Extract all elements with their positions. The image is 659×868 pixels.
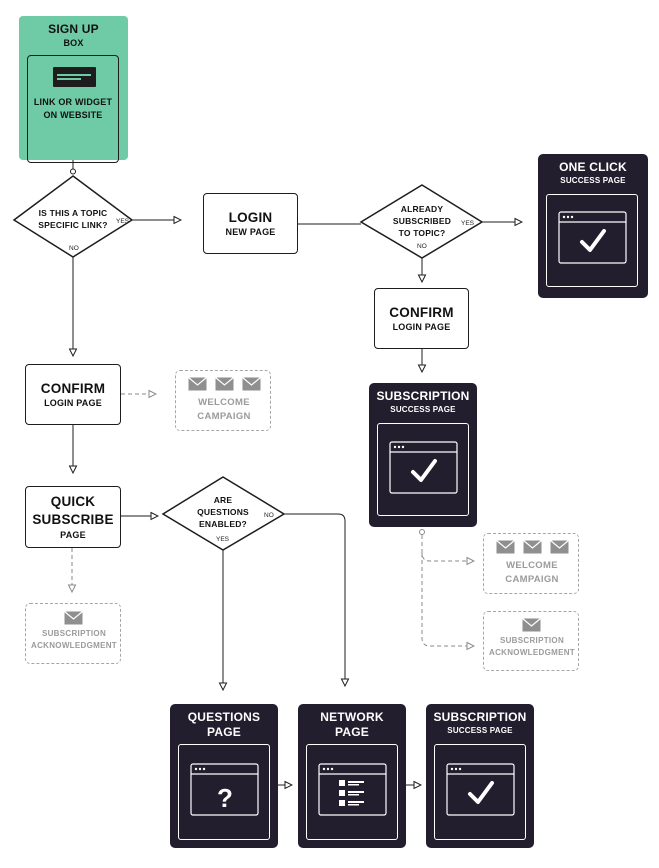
one-click-success-box: ONE CLICK SUCCESS PAGE bbox=[538, 154, 648, 298]
browser-checkmark-icon bbox=[558, 211, 627, 264]
envelope-icon bbox=[214, 377, 234, 391]
envelope-icon bbox=[522, 540, 542, 554]
welcome-campaign-label: WELCOME CAMPAIGN bbox=[197, 397, 251, 422]
widget-icon bbox=[53, 67, 96, 87]
label-yes: YES bbox=[116, 218, 130, 225]
quick-subscribe-subtitle: PAGE bbox=[60, 530, 86, 540]
envelope-icon bbox=[187, 377, 207, 391]
envelope-icon bbox=[549, 540, 569, 554]
subscription-subtitle: SUCCESS PAGE bbox=[447, 726, 513, 735]
label-yes: YES bbox=[461, 220, 475, 227]
subscription-page-frame bbox=[377, 423, 469, 516]
decision-questions-text: ARE QUESTIONS ENABLED? bbox=[197, 495, 249, 529]
website-widget-frame: LINK OR WIDGET ON WEBSITE bbox=[27, 55, 119, 163]
envelope-icon bbox=[64, 611, 83, 625]
questions-page-box: QUESTIONS PAGE ? bbox=[170, 704, 278, 848]
label-no: NO bbox=[264, 512, 274, 519]
connector-dot bbox=[70, 168, 76, 175]
envelope-icon bbox=[522, 618, 541, 632]
confirm-title: CONFIRM bbox=[389, 304, 454, 320]
quick-subscribe-box: QUICK SUBSCRIBE PAGE bbox=[25, 486, 121, 548]
envelope-icons bbox=[484, 540, 580, 554]
label-no: NO bbox=[69, 245, 79, 252]
signup-title: SIGN UP bbox=[48, 22, 99, 36]
arrow-subscription-to-ack bbox=[421, 553, 474, 646]
login-title: LOGIN bbox=[228, 209, 273, 225]
connector-dot-gray bbox=[419, 529, 425, 535]
acknowledgment-label: SUBSCRIPTION ACKNOWLEDGMENT bbox=[489, 636, 575, 657]
network-title: NETWORK bbox=[320, 710, 384, 724]
subscription-success-box-right: SUBSCRIPTION SUCCESS PAGE bbox=[369, 383, 477, 527]
welcome-campaign-box-left: WELCOME CAMPAIGN bbox=[175, 370, 271, 431]
questions-subtitle: PAGE bbox=[207, 725, 241, 739]
browser-checklist-icon bbox=[318, 763, 387, 816]
signup-subtitle: BOX bbox=[63, 38, 84, 48]
subscription-success-box-bottom: SUBSCRIPTION SUCCESS PAGE bbox=[426, 704, 534, 848]
questions-page-frame: ? bbox=[178, 744, 270, 840]
confirm-subtitle: LOGIN PAGE bbox=[44, 397, 102, 408]
quick-subscribe-title: QUICK SUBSCRIBE bbox=[32, 494, 114, 527]
subscription-page-frame bbox=[434, 744, 526, 840]
decision-subscribed-text: ALREADY SUBSCRIBED TO TOPIC? bbox=[392, 204, 452, 238]
arrow-questions-no bbox=[284, 513, 345, 686]
welcome-campaign-box-right: WELCOME CAMPAIGN bbox=[483, 533, 579, 594]
browser-checkmark-icon bbox=[389, 441, 458, 494]
envelope-icons bbox=[176, 377, 272, 391]
browser-checkmark-icon bbox=[446, 763, 515, 816]
one-click-title: ONE CLICK bbox=[559, 160, 627, 174]
network-page-box: NETWORK PAGE bbox=[298, 704, 406, 848]
confirm-title: CONFIRM bbox=[40, 380, 106, 396]
signup-box: SIGN UP BOX LINK OR WIDGET ON WEBSITE bbox=[19, 16, 128, 163]
svg-text:?: ? bbox=[217, 783, 233, 813]
acknowledgment-box-left: SUBSCRIPTION ACKNOWLEDGMENT bbox=[25, 603, 121, 664]
acknowledgment-label: SUBSCRIPTION ACKNOWLEDGMENT bbox=[31, 629, 117, 650]
login-box: LOGIN NEW PAGE bbox=[203, 193, 298, 254]
label-yes: YES bbox=[216, 536, 230, 543]
envelope-icon bbox=[241, 377, 261, 391]
confirm-login-box-left: CONFIRM LOGIN PAGE bbox=[25, 364, 121, 425]
label-no: NO bbox=[417, 243, 427, 250]
browser-question-icon: ? bbox=[190, 763, 259, 816]
questions-title: QUESTIONS bbox=[187, 710, 261, 724]
envelope-icon bbox=[495, 540, 515, 554]
login-subtitle: NEW PAGE bbox=[225, 226, 276, 237]
decision-topic-text: IS THIS A TOPIC SPECIFIC LINK? bbox=[38, 208, 108, 230]
network-subtitle: PAGE bbox=[335, 725, 369, 739]
arrow-subscription-to-welcome bbox=[421, 535, 474, 561]
confirm-subtitle: LOGIN PAGE bbox=[392, 321, 451, 332]
one-click-page-frame bbox=[546, 194, 638, 287]
one-click-subtitle: SUCCESS PAGE bbox=[560, 176, 626, 185]
subscription-subtitle: SUCCESS PAGE bbox=[390, 405, 456, 414]
acknowledgment-box-right: SUBSCRIPTION ACKNOWLEDGMENT bbox=[483, 611, 579, 671]
confirm-login-box-right: CONFIRM LOGIN PAGE bbox=[374, 288, 469, 349]
subscription-title: SUBSCRIPTION bbox=[376, 389, 470, 403]
network-page-frame bbox=[306, 744, 398, 840]
subscription-title: SUBSCRIPTION bbox=[433, 710, 527, 724]
signup-inner-text: LINK OR WIDGET ON WEBSITE bbox=[33, 97, 113, 120]
welcome-campaign-label: WELCOME CAMPAIGN bbox=[505, 560, 559, 585]
